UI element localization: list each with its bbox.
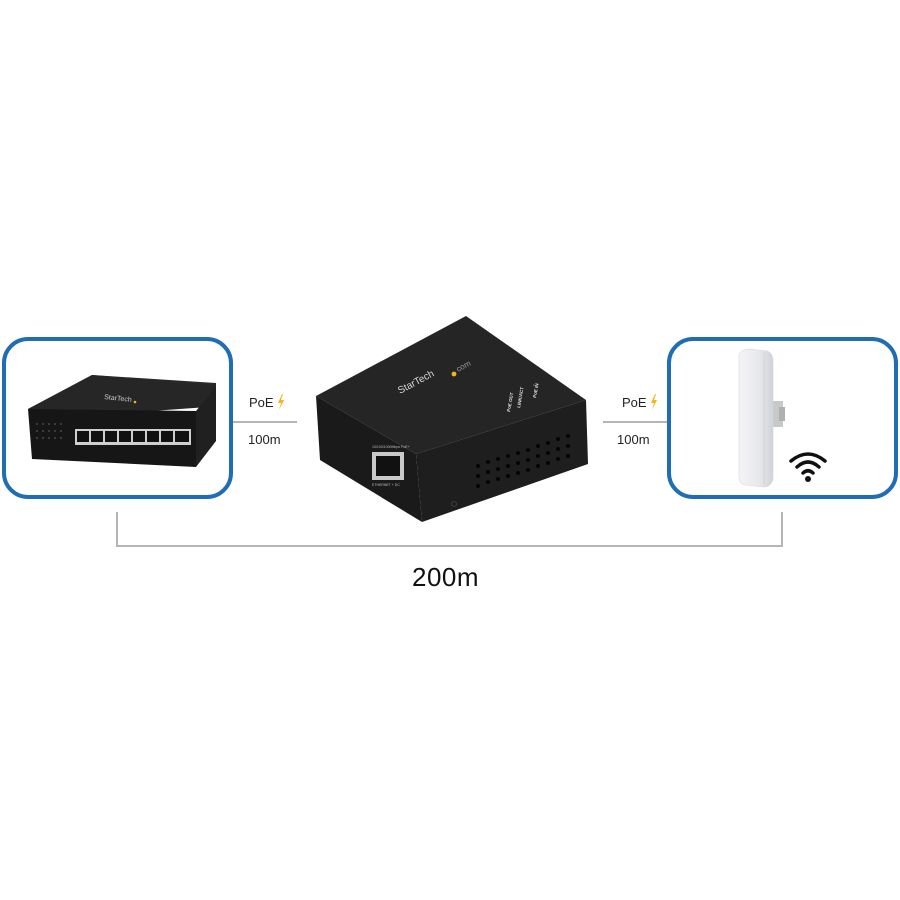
svg-text:10/100/1000Mbps PoE+: 10/100/1000Mbps PoE+ (372, 445, 410, 449)
bracket-bottom-line (116, 545, 783, 547)
extender-ethernet-port: 10/100/1000Mbps PoE+ ETHERNET + DC (372, 445, 410, 487)
svg-text:ETHERNET + DC: ETHERNET + DC (372, 483, 400, 487)
left-device-frame: StarTech (2, 337, 233, 499)
poe-extender-image: StarTech com PoE OUT LINK/ACT PoE IN 10/… (316, 316, 588, 522)
left-link-distance: 100m (248, 432, 281, 447)
switch-ethernet-ports (75, 429, 191, 445)
wifi-icon (789, 452, 827, 482)
access-point-image (738, 348, 785, 488)
switch-brand-logo: StarTech (104, 394, 132, 404)
lightning-bolt-icon (277, 394, 284, 410)
left-link-type: PoE (249, 394, 285, 410)
lightning-bolt-icon (650, 394, 657, 410)
right-connector-line (603, 421, 667, 423)
led-label-poe-in: PoE IN (532, 383, 539, 398)
right-device-frame (667, 337, 898, 499)
led-label-link-act: LINK/ACT (516, 386, 525, 408)
right-link-type-label: PoE (622, 394, 647, 410)
bracket-right-leg (781, 512, 783, 546)
left-link-type-label: PoE (249, 394, 274, 410)
led-label-poe-out: PoE OUT (506, 392, 514, 412)
right-link-distance: 100m (617, 432, 650, 447)
bracket-left-leg (116, 512, 118, 546)
total-distance-label: 200m (412, 562, 480, 592)
left-connector-line (233, 421, 297, 423)
right-link-type: PoE (622, 394, 658, 410)
vent-holes (476, 434, 570, 488)
poe-switch-image: StarTech (28, 375, 216, 467)
